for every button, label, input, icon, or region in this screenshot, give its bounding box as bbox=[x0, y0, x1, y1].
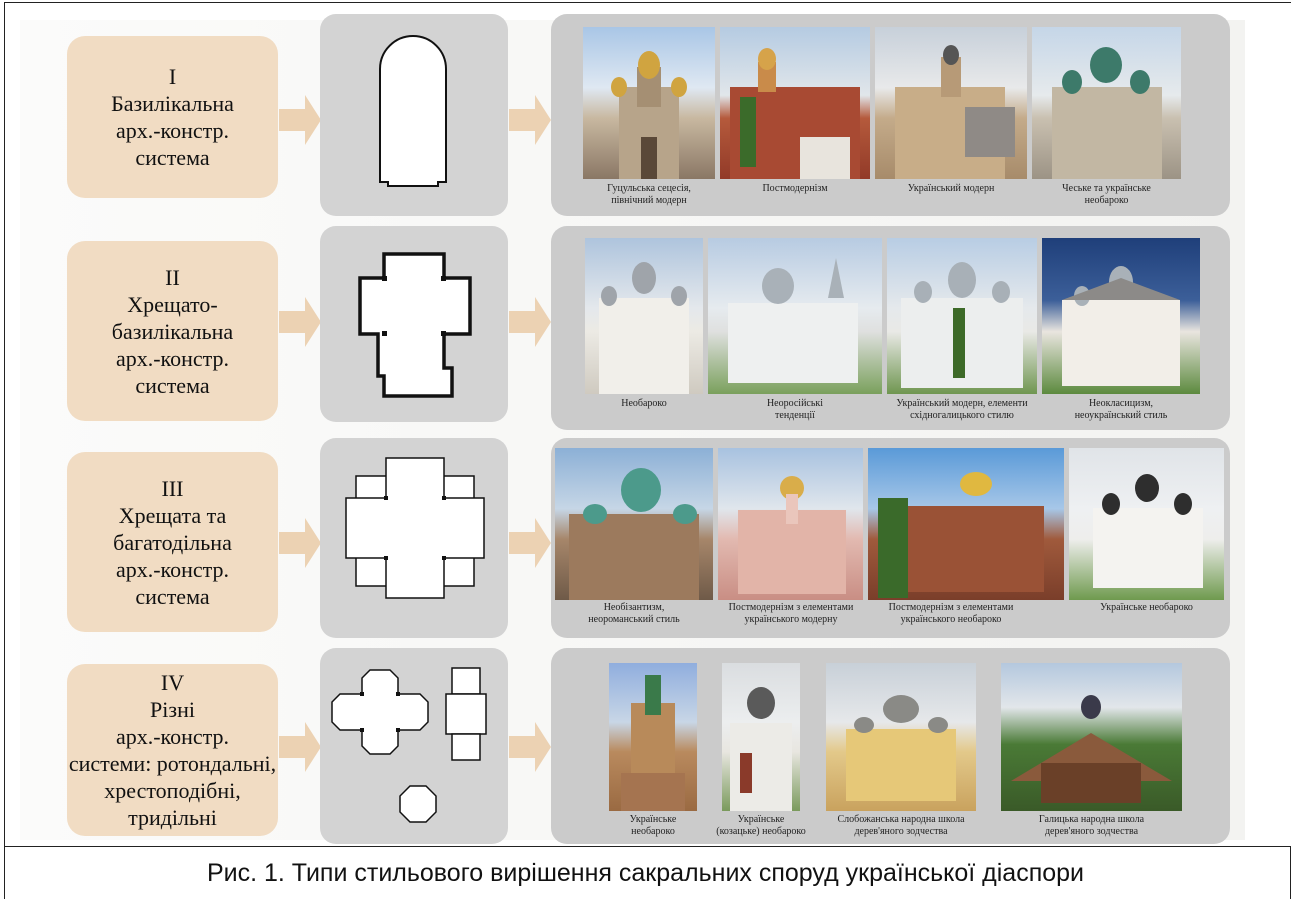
row-3-line-2: багатодільна bbox=[113, 529, 232, 555]
row-4-line-2: арх.-констр. bbox=[115, 724, 230, 749]
basilica-plan-icon bbox=[379, 35, 447, 187]
row-3-arrow-1 bbox=[279, 518, 321, 568]
row-2-plan-panel bbox=[320, 226, 508, 422]
caption-4-2: Українське(козацьке) необароко bbox=[716, 814, 806, 837]
caption-3-4: Українське необароко bbox=[1100, 602, 1193, 613]
various-plans-icon bbox=[331, 667, 487, 823]
row-1-photo-panel: Гуцульська сецесія,північний модерн Пост… bbox=[551, 14, 1230, 216]
church-photo-4-3 bbox=[826, 663, 976, 811]
frame-top-border bbox=[4, 2, 1239, 3]
church-photo-2-3 bbox=[887, 238, 1037, 394]
church-photo-4-1 bbox=[609, 663, 697, 811]
row-3-line-1: Хрещата та bbox=[118, 502, 227, 528]
church-photo-3-3 bbox=[868, 448, 1064, 600]
church-photo-1-3 bbox=[875, 27, 1027, 179]
caption-2-4: Неокласицизм,неоукраїнський стиль bbox=[1074, 398, 1168, 421]
row-1-label: I Базилікальна арх.-констр. система bbox=[67, 36, 278, 198]
row-2-label: II Хрещато- базилікальна арх.-констр. си… bbox=[67, 241, 278, 421]
row-4-numeral: IV bbox=[160, 670, 185, 695]
caption-1-1: Гуцульська сецесія,північний модерн bbox=[607, 183, 691, 206]
row-1-arrow-1 bbox=[279, 95, 321, 145]
row-2-numeral: II bbox=[165, 264, 180, 290]
row-2-line-1: Хрещато- bbox=[127, 291, 218, 317]
church-photo-4-2 bbox=[722, 663, 800, 811]
row-2-line-2: базилікальна bbox=[111, 318, 234, 344]
row-1-plan-panel bbox=[320, 14, 508, 216]
row-4-arrow-1 bbox=[279, 722, 321, 772]
row-2-line-4: система bbox=[135, 372, 210, 398]
church-photo-3-1 bbox=[555, 448, 713, 600]
row-1-numeral: I bbox=[168, 64, 177, 89]
figure-caption: Рис. 1. Типи стильового вирішення сакрал… bbox=[206, 859, 1085, 887]
row-4-arrow-2 bbox=[509, 722, 551, 772]
row-3-line-3: арх.-констр. bbox=[115, 556, 230, 582]
caption-3-1: Необізантизм,неороманський стиль bbox=[588, 602, 680, 625]
row-1-line-3: система bbox=[135, 145, 210, 170]
row-1-line-2: арх.-констр. bbox=[115, 118, 230, 143]
row-3-line-4: система bbox=[135, 583, 210, 609]
church-photo-2-4 bbox=[1042, 238, 1200, 394]
row-1-arrow-2 bbox=[509, 95, 551, 145]
row-4-line-5: тридільні bbox=[128, 805, 217, 830]
row-4-line-1: Різні bbox=[150, 697, 195, 722]
caption-separator bbox=[4, 846, 1291, 847]
frame-left-border bbox=[4, 2, 5, 899]
cross-basilica-plan-icon bbox=[358, 252, 472, 398]
row-3-arrow-2 bbox=[509, 518, 551, 568]
row-2-line-3: арх.-констр. bbox=[115, 345, 230, 371]
church-photo-4-4 bbox=[1001, 663, 1182, 811]
row-4-plan-panel bbox=[320, 648, 508, 844]
row-2-arrow-2 bbox=[509, 297, 551, 347]
cross-multipart-plan-icon bbox=[345, 457, 485, 599]
caption-2-1: Необароко bbox=[621, 398, 667, 409]
church-photo-3-4 bbox=[1069, 448, 1224, 600]
tripartite-plan-icon bbox=[445, 667, 487, 761]
row-3-photo-panel: Необізантизм,неороманський стиль Постмод… bbox=[551, 438, 1230, 638]
rotunda-plan-icon bbox=[399, 785, 437, 823]
church-photo-1-1 bbox=[583, 27, 715, 179]
caption-1-3: Український модерн bbox=[907, 183, 995, 194]
church-photo-2-2 bbox=[708, 238, 882, 394]
row-4-label: IV Різні арх.-констр. системи: ротондаль… bbox=[67, 664, 278, 836]
row-3-plan-panel bbox=[320, 438, 508, 638]
row-1-line-1: Базилікальна bbox=[111, 91, 234, 116]
frame-top-right-border bbox=[1239, 2, 1291, 3]
church-photo-2-1 bbox=[585, 238, 703, 394]
row-3-label: III Хрещата та багатодільна арх.-констр.… bbox=[67, 452, 278, 632]
caption-1-2: Постмодернізм bbox=[762, 183, 828, 194]
church-photo-1-2 bbox=[720, 27, 870, 179]
row-2-arrow-1 bbox=[279, 297, 321, 347]
row-4-line-3: системи: ротондальні, bbox=[68, 751, 277, 776]
church-photo-1-4 bbox=[1032, 27, 1181, 179]
row-3-numeral: III bbox=[161, 475, 184, 501]
church-photo-3-2 bbox=[718, 448, 863, 600]
cruciform-plan-icon bbox=[331, 669, 429, 755]
row-4-line-4: хрестоподібні, bbox=[104, 778, 241, 803]
